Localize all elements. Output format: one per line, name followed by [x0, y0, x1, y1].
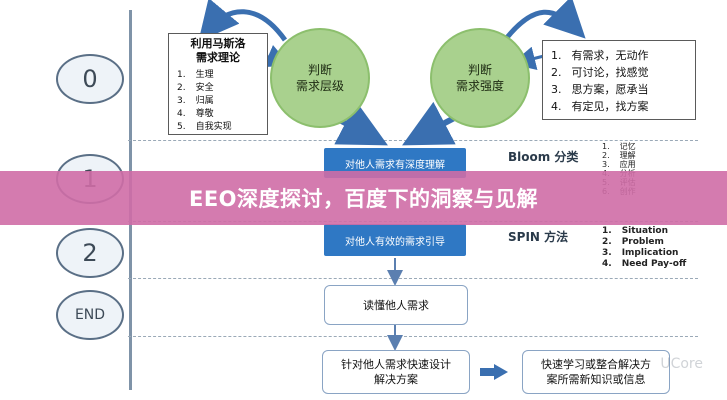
- learn-knowledge-label: 快速学习或整合解决方 案所需新知识或信息: [541, 357, 651, 387]
- item-number: 1.: [551, 49, 562, 62]
- circle-left-line2: 需求层级: [295, 79, 344, 93]
- list-item: 2. 安全: [177, 82, 267, 95]
- item-text: 安全: [195, 83, 214, 93]
- judge-strength-circle: 判断 需求强度: [430, 28, 530, 128]
- maslow-title-line1: 利用马斯洛: [190, 37, 246, 50]
- stage-end-oval: END: [56, 290, 124, 340]
- bloom-label: Bloom 分类: [508, 150, 579, 164]
- item-number: 1.: [177, 70, 186, 80]
- list-item: 1. 生理: [177, 69, 267, 82]
- item-text: 生理: [195, 70, 214, 80]
- design-solution-line2: 解决方案: [374, 373, 418, 386]
- learn-knowledge-line2: 案所需新知识或信息: [546, 373, 646, 386]
- item-text: 归属: [195, 96, 214, 106]
- item-number: 3.: [177, 96, 186, 106]
- item-text: 思方案，愿承当: [571, 83, 649, 96]
- separator-line: [128, 336, 698, 337]
- item-number: 2.: [602, 151, 610, 160]
- item-number: 3.: [602, 160, 610, 169]
- item-number: 2.: [602, 237, 612, 247]
- list-item: 5. 自我实现: [177, 121, 267, 134]
- list-item: 2. 理解: [602, 151, 636, 160]
- list-item: 2. Problem: [602, 237, 686, 248]
- item-text: Need Pay-off: [621, 259, 687, 269]
- item-text: 尊敬: [195, 109, 214, 119]
- watermark: UCore: [660, 356, 703, 372]
- maslow-title: 利用马斯洛 需求理论: [169, 37, 267, 65]
- circle-right-line2: 需求强度: [455, 79, 504, 93]
- item-text: Situation: [621, 226, 669, 236]
- understand-needs-label: 读懂他人需求: [363, 298, 429, 312]
- circle-left-line1: 判断: [307, 63, 332, 77]
- item-text: 有定见，找方案: [571, 100, 649, 113]
- strength-box: 1. 有需求，无动作 2. 可讨论，找感觉 3. 思方案，愿承当 4. 有定见，找方案: [542, 40, 696, 120]
- item-number: 1.: [602, 226, 612, 236]
- stage-0-oval: 0: [56, 54, 124, 104]
- arrow-curve-right: [503, 0, 586, 42]
- maslow-box: 利用马斯洛 需求理论 1. 生理 2. 安全 3. 归属 4. 尊敬 5. 自我实现: [168, 33, 268, 135]
- design-solution-line1: 针对他人需求快速设计: [341, 358, 451, 371]
- item-number: 3.: [602, 248, 612, 258]
- effective-guidance-box: 对他人有效的需求引导: [324, 224, 466, 256]
- item-number: 5.: [177, 122, 186, 132]
- title-banner: EEO深度探讨，百度下的洞察与见解: [0, 171, 727, 225]
- banner-title: EEO深度探讨，百度下的洞察与见解: [188, 187, 539, 211]
- list-item: 3. 应用: [602, 160, 636, 169]
- list-item: 4. 尊敬: [177, 108, 267, 121]
- list-item: 3. 归属: [177, 95, 267, 108]
- item-number: 1.: [602, 142, 610, 151]
- stage-2-oval: 2: [56, 228, 124, 278]
- item-text: 记忆: [619, 142, 636, 151]
- stage-end-label: END: [74, 307, 106, 323]
- deep-understanding-label: 对他人需求有深度理解: [345, 159, 445, 171]
- item-text: 自我实现: [195, 122, 232, 132]
- item-number: 2.: [177, 83, 186, 93]
- item-number: 4.: [602, 259, 612, 269]
- item-text: 可讨论，找感觉: [571, 66, 649, 79]
- item-text: 应用: [619, 160, 636, 169]
- learn-knowledge-line1: 快速学习或整合解决方: [541, 358, 651, 371]
- understand-needs-box: 读懂他人需求: [324, 285, 468, 325]
- learn-knowledge-box: 快速学习或整合解决方 案所需新知识或信息: [522, 350, 670, 394]
- list-item: 3. 思方案，愿承当: [551, 81, 695, 98]
- design-solution-label: 针对他人需求快速设计 解决方案: [341, 357, 451, 387]
- item-text: Implication: [621, 248, 679, 258]
- list-item: 4. 有定见，找方案: [551, 98, 695, 115]
- item-text: 有需求，无动作: [571, 49, 649, 62]
- list-item: 4. Need Pay-off: [602, 259, 686, 270]
- item-number: 2.: [551, 66, 562, 79]
- separator-line: [128, 278, 698, 279]
- item-number: 3.: [551, 83, 562, 96]
- list-item: 1. 有需求，无动作: [551, 47, 695, 64]
- judge-level-circle: 判断 需求层级: [270, 28, 370, 128]
- circle-right-line1: 判断: [467, 63, 492, 77]
- maslow-list: 1. 生理 2. 安全 3. 归属 4. 尊敬 5. 自我实现: [177, 69, 267, 134]
- spin-list: 1. Situation 2. Problem 3. Implication 4. Ne…: [602, 226, 686, 270]
- design-solution-box: 针对他人需求快速设计 解决方案: [322, 350, 470, 394]
- item-text: 理解: [619, 151, 636, 160]
- stage-2-label: 2: [82, 239, 98, 267]
- item-number: 4.: [551, 100, 562, 113]
- stage-0-label: 0: [82, 65, 98, 93]
- list-item: 1. 记忆: [602, 142, 636, 151]
- arrow-curve-left: [198, 0, 288, 42]
- item-number: 4.: [177, 109, 186, 119]
- list-item: 1. Situation: [602, 226, 686, 237]
- strength-list: 1. 有需求，无动作 2. 可讨论，找感觉 3. 思方案，愿承当 4. 有定见，找方案: [551, 47, 695, 115]
- maslow-title-line2: 需求理论: [196, 51, 240, 64]
- list-item: 3. Implication: [602, 248, 686, 259]
- item-text: Problem: [621, 237, 664, 247]
- list-item: 2. 可讨论，找感觉: [551, 64, 695, 81]
- spin-label: SPIN 方法: [508, 230, 569, 244]
- effective-guidance-label: 对他人有效的需求引导: [345, 236, 445, 248]
